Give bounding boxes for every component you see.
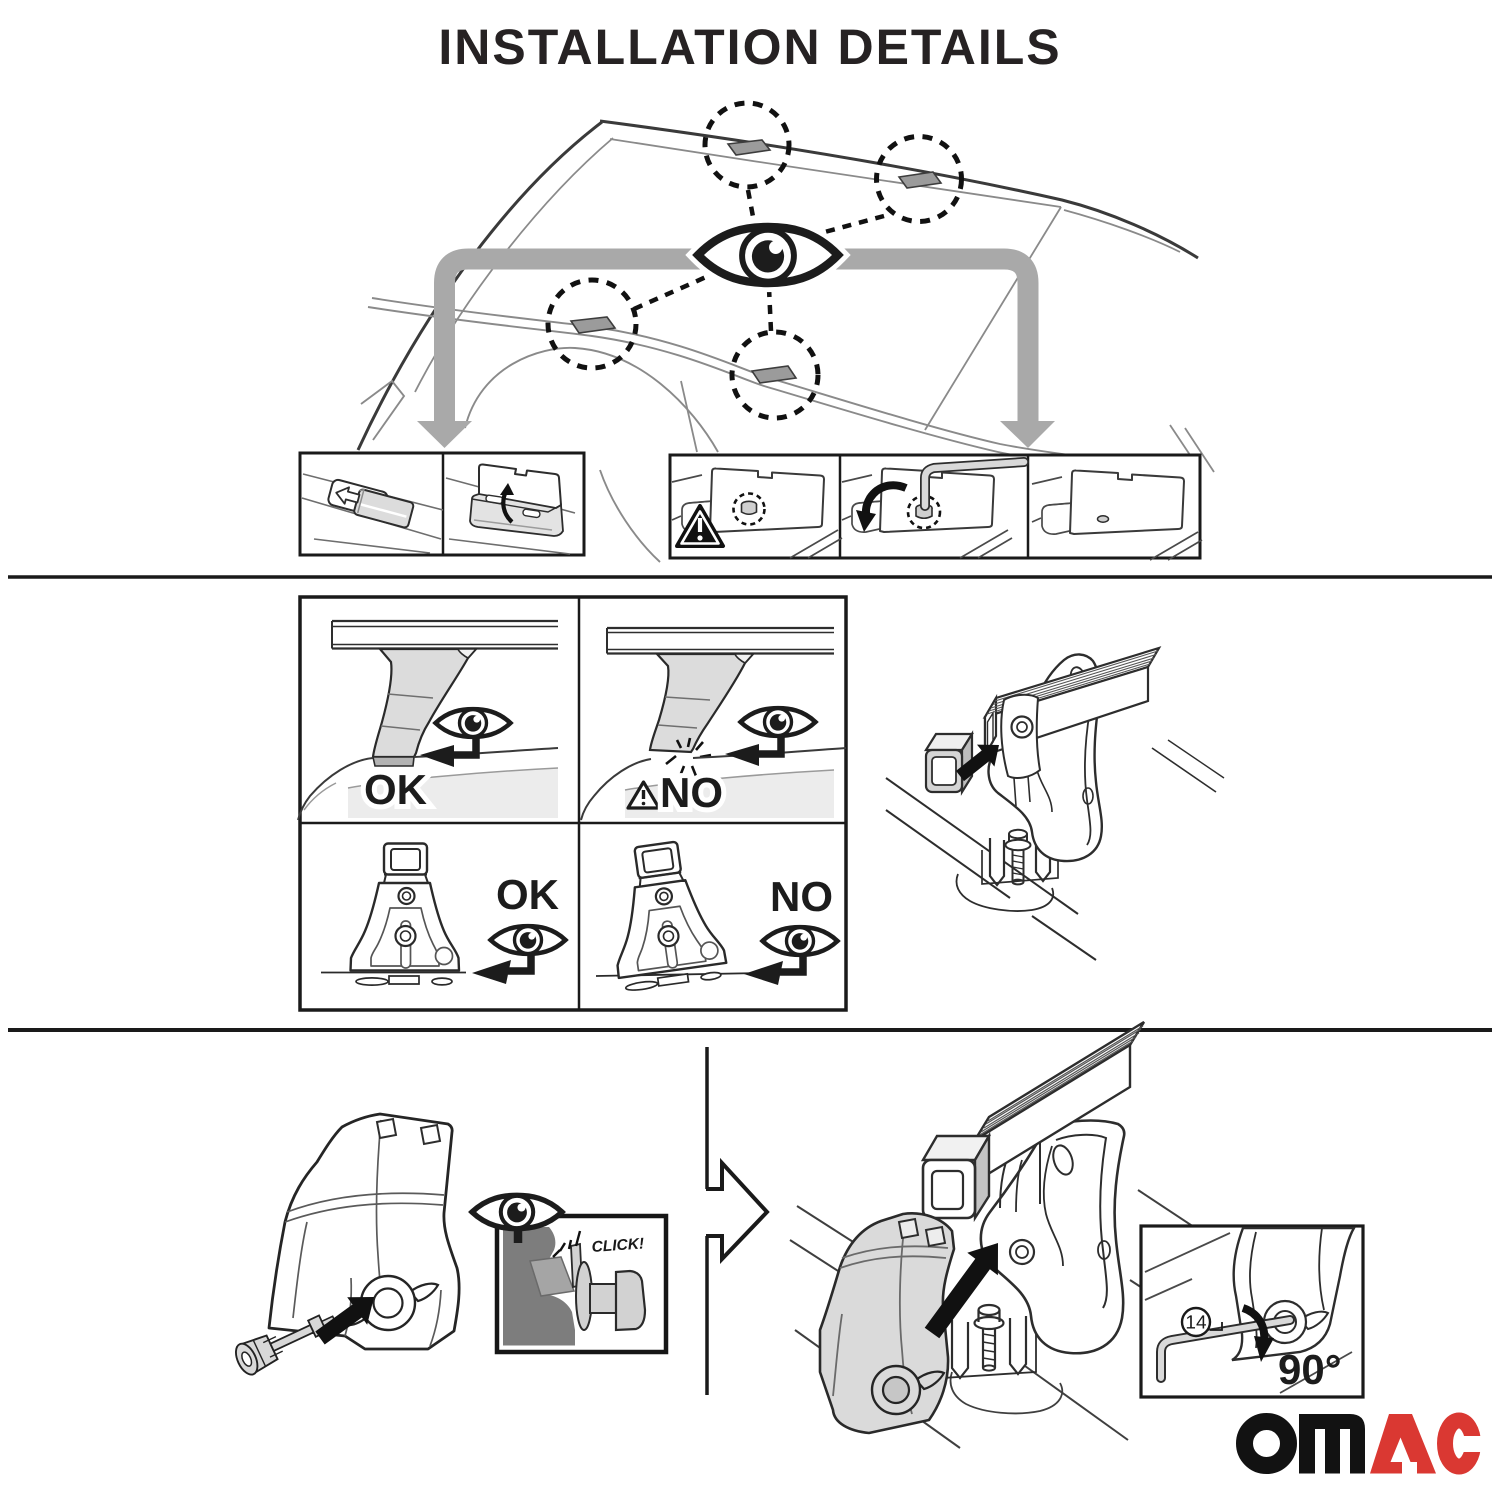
svg-text:90°: 90° xyxy=(1278,1346,1342,1393)
svg-text:OK: OK xyxy=(364,766,427,813)
svg-text:NO: NO xyxy=(660,769,723,816)
svg-text:INSTALLATION DETAILS: INSTALLATION DETAILS xyxy=(438,19,1061,75)
svg-text:OK: OK xyxy=(496,871,559,918)
svg-text:14: 14 xyxy=(1185,1313,1207,1334)
svg-text:CLICK!: CLICK! xyxy=(591,1235,645,1256)
svg-text:NO: NO xyxy=(660,769,723,816)
svg-text:NO: NO xyxy=(770,873,833,920)
svg-text:OK: OK xyxy=(364,766,427,813)
